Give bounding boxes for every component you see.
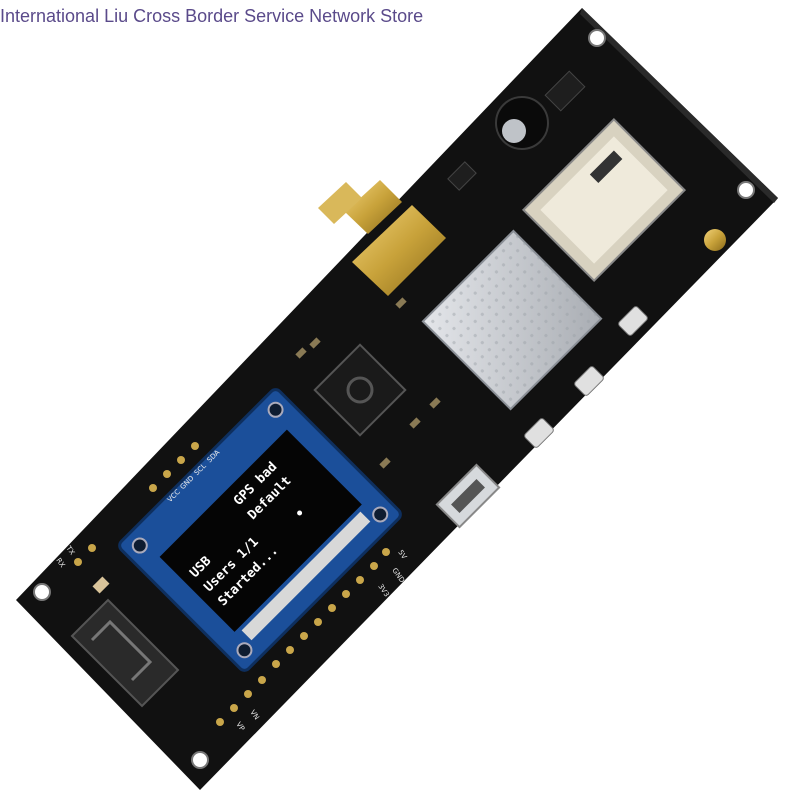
oled-header-pins bbox=[149, 442, 199, 492]
pin-label-5v: 5V bbox=[396, 549, 408, 561]
mounting-hole bbox=[588, 29, 606, 47]
crystal bbox=[92, 576, 110, 594]
mounting-hole bbox=[33, 583, 51, 601]
ic-chip bbox=[447, 161, 477, 191]
prog-button bbox=[524, 418, 554, 448]
mounting-hole bbox=[191, 751, 209, 769]
ic-chip bbox=[544, 70, 586, 112]
lora-rf-shield bbox=[421, 229, 603, 411]
sma-antenna-connector bbox=[318, 180, 446, 296]
oled-dot bbox=[297, 510, 303, 516]
mounting-hole bbox=[737, 181, 755, 199]
buzzer-pin bbox=[502, 119, 526, 143]
ufl-connector bbox=[704, 229, 726, 251]
micro-usb-port bbox=[435, 463, 501, 529]
oled-screen bbox=[159, 429, 362, 632]
reset-button bbox=[618, 306, 648, 336]
gpio-header-left bbox=[74, 544, 96, 566]
gps-module bbox=[521, 117, 687, 283]
oled-display-board bbox=[118, 388, 402, 672]
gpio-header-right bbox=[216, 548, 390, 726]
pcb-antenna bbox=[70, 598, 180, 708]
pin-label-vp: VP bbox=[234, 721, 246, 733]
user-button bbox=[574, 366, 604, 396]
pcb-edge-highlight bbox=[580, 8, 778, 203]
store-watermark: International Liu Cross Border Service N… bbox=[0, 6, 424, 26]
esp32-chip bbox=[313, 343, 407, 437]
